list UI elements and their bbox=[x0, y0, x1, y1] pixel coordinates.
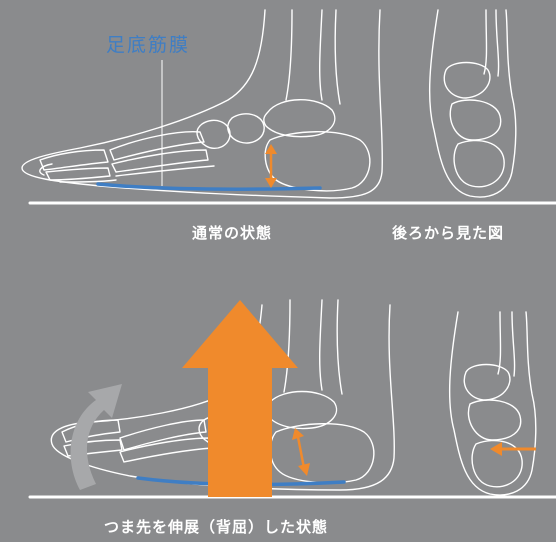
toe-extension-label: つま先を伸展（背屈）した状態 bbox=[104, 518, 329, 536]
skin-outline-back-bottom bbox=[448, 311, 537, 496]
skin-outline-top bbox=[21, 9, 383, 199]
skin-outline-back-top bbox=[428, 9, 517, 198]
normal-state-label: 通常の状態 bbox=[192, 224, 273, 242]
foot-back-view-extended bbox=[448, 311, 537, 496]
arch-height-arrow-extended bbox=[292, 428, 310, 476]
foot-side-view-normal bbox=[21, 9, 556, 205]
plantar-fascia-normal bbox=[96, 182, 322, 191]
toe-extension-arrow bbox=[70, 384, 122, 490]
plantar-fascia-label: 足底筋膜 bbox=[106, 34, 191, 56]
foot-back-view-normal bbox=[428, 9, 517, 198]
skin-outline-bottom bbox=[50, 304, 395, 491]
heel-tilt-arrow bbox=[490, 442, 536, 456]
back-view-label: 後ろから見た図 bbox=[392, 224, 505, 242]
arch-height-arrow-normal bbox=[265, 144, 277, 188]
arch-rise-arrow bbox=[182, 300, 298, 497]
